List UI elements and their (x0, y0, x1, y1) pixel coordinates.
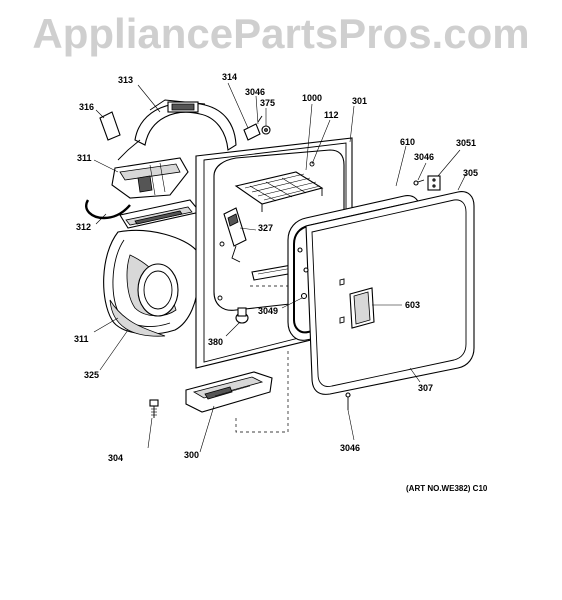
screw-3046-bottom (345, 392, 351, 410)
callout-313: 313 (118, 75, 133, 85)
art-number: (ART NO.WE382) C10 (406, 484, 488, 493)
lint-filter-300 (185, 371, 273, 413)
callout-314: 314 (222, 72, 237, 82)
callout-301: 301 (352, 96, 367, 106)
callout-325: 325 (84, 370, 99, 380)
seal-312 (85, 199, 131, 220)
callout-304: 304 (108, 453, 123, 463)
callout-380: 380 (208, 337, 223, 347)
callout-312: 312 (76, 222, 91, 232)
callout-300: 300 (184, 450, 199, 460)
leveling-leg-304 (149, 399, 159, 418)
callout-1000: 1000 (302, 93, 322, 103)
callout-307: 307 (418, 383, 433, 393)
callout-112: 112 (324, 110, 339, 120)
callout-3046-right: 3046 (414, 152, 434, 162)
callout-311-top: 311 (77, 153, 92, 163)
leader-lines (93, 82, 467, 453)
callout-311-bottom: 311 (74, 334, 89, 344)
duct-part-311 (111, 157, 189, 199)
front-bulkhead-assembly (103, 199, 202, 337)
hinge-3051 (413, 175, 441, 191)
felt-strip-316 (99, 111, 121, 141)
screws-3049 (297, 247, 309, 300)
callout-3049: 3049 (258, 306, 278, 316)
callout-3046-top: 3046 (245, 87, 265, 97)
callout-327: 327 (258, 223, 273, 233)
callout-305: 305 (463, 168, 478, 178)
callout-610: 610 (400, 137, 415, 147)
callout-3046-bottom: 3046 (340, 443, 360, 453)
drum-support-ring (117, 99, 237, 161)
watermark-text: AppliancePartsPros.com (32, 10, 529, 57)
callout-3051: 3051 (456, 138, 476, 148)
callout-375: 375 (260, 98, 275, 108)
door-panel-307 (305, 191, 475, 395)
callout-316: 316 (79, 102, 94, 112)
callout-603: 603 (405, 300, 420, 310)
